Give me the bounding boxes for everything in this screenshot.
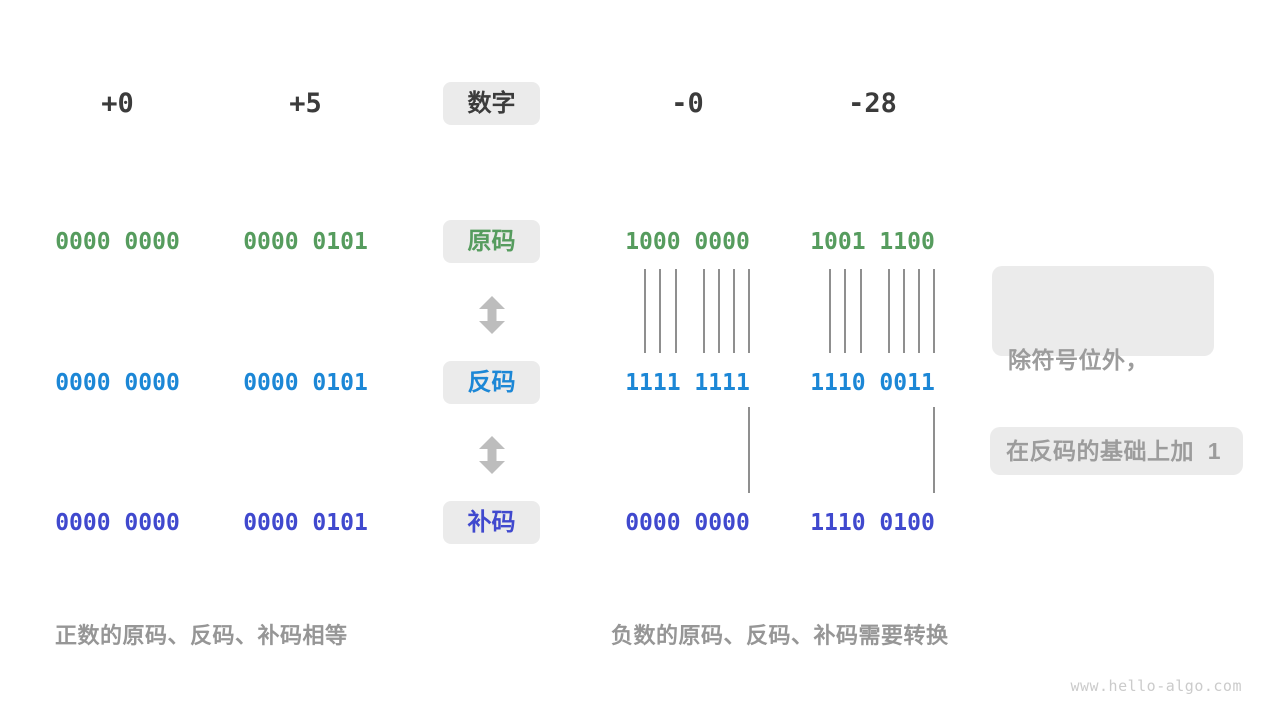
- annotation-invert-line1: 除符号位外，: [1008, 347, 1149, 373]
- sign-code-label-box: 原码: [443, 220, 540, 263]
- annotation-invert-bits: 除符号位外， 对其余所有位取反: [992, 266, 1214, 472]
- bit-connector-line: [860, 269, 862, 353]
- bit-connector-line: [748, 269, 750, 353]
- ones-complement-minus0: 1111 1111: [625, 370, 750, 396]
- number-label-box: 数字: [443, 82, 540, 125]
- twos-complement-minus0: 0000 0000: [625, 510, 750, 536]
- bit-connector-line: [829, 269, 831, 353]
- ones-complement-plus0: 0000 0000: [55, 370, 180, 396]
- twos-complement-plus5: 0000 0101: [243, 510, 368, 536]
- caption-positive-numbers: 正数的原码、反码、补码相等: [55, 623, 348, 648]
- sign-code-minus0: 1000 0000: [625, 229, 750, 255]
- watermark-url: www.hello-algo.com: [1070, 677, 1242, 695]
- header-value-minus28: -28: [848, 88, 897, 119]
- caption-negative-numbers: 负数的原码、反码、补码需要转换: [611, 623, 949, 648]
- bit-connector-line: [675, 269, 677, 353]
- header-value-plus5: +5: [289, 88, 322, 119]
- header-value-plus0: +0: [101, 88, 134, 119]
- twos-complement-minus28: 1110 0100: [810, 510, 935, 536]
- bit-connector-line: [703, 269, 705, 353]
- up-down-arrow-icon: [478, 436, 506, 474]
- bit-connector-line: [903, 269, 905, 353]
- ones-complement-label-box: 反码: [443, 361, 540, 404]
- bit-connector-line: [748, 407, 750, 493]
- annotation-add-one: 在反码的基础上加 1: [990, 427, 1243, 475]
- up-down-arrow-icon: [478, 296, 506, 334]
- bit-connector-line: [644, 269, 646, 353]
- header-value-minus0: -0: [671, 88, 704, 119]
- twos-complement-label-box: 补码: [443, 501, 540, 544]
- ones-complement-plus5: 0000 0101: [243, 370, 368, 396]
- bit-connector-line: [933, 269, 935, 353]
- sign-code-plus0: 0000 0000: [55, 229, 180, 255]
- sign-code-plus5: 0000 0101: [243, 229, 368, 255]
- bit-connector-line: [888, 269, 890, 353]
- bit-connector-line: [659, 269, 661, 353]
- bit-connector-line: [844, 269, 846, 353]
- twos-complement-plus0: 0000 0000: [55, 510, 180, 536]
- bit-connector-line: [733, 269, 735, 353]
- bit-connector-line: [918, 269, 920, 353]
- bit-connector-line: [933, 407, 935, 493]
- sign-code-minus28: 1001 1100: [810, 229, 935, 255]
- ones-complement-minus28: 1110 0011: [810, 370, 935, 396]
- bit-connector-line: [718, 269, 720, 353]
